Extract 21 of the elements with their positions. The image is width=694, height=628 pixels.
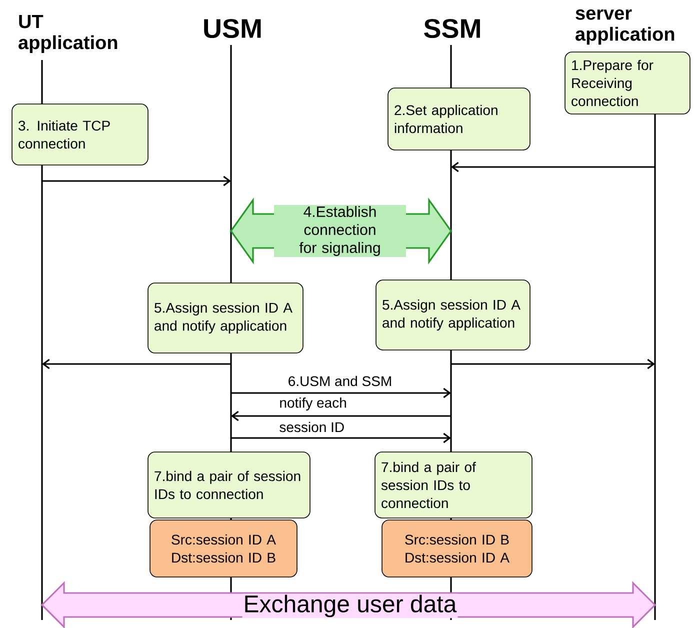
edge-label: 6.USM and SSM xyxy=(286,374,394,388)
arrow xyxy=(231,410,451,422)
step-box: 2.Set application information xyxy=(388,88,530,150)
arrow xyxy=(451,162,655,172)
edge-label: notify each xyxy=(278,396,348,412)
arrow xyxy=(42,358,231,370)
step-box: 1.Prepare for Receiving connection xyxy=(564,52,690,114)
step-box: 7.bind a pair of session IDs to connection xyxy=(148,452,310,518)
edge-label: session ID xyxy=(278,420,346,434)
arrow xyxy=(231,432,451,444)
session-id-box: Src:session ID A Dst:session ID B xyxy=(150,520,298,578)
step-box: 3. Initiate TCP connection xyxy=(12,104,148,166)
arrow xyxy=(231,388,451,398)
step-box: 7.bind a pair of session IDs to connection xyxy=(374,452,532,518)
edge-label: Exchange user data xyxy=(242,594,458,618)
step-box: 5.Assign session ID A and notify application xyxy=(376,280,530,350)
edge-label: 4.Establish connection for signaling xyxy=(274,205,406,257)
arrow xyxy=(451,358,655,370)
step-box: 5.Assign session ID A and notify application xyxy=(148,282,304,354)
arrow xyxy=(42,176,231,186)
session-id-box: Src:session ID B Dst:session ID A xyxy=(382,520,532,578)
